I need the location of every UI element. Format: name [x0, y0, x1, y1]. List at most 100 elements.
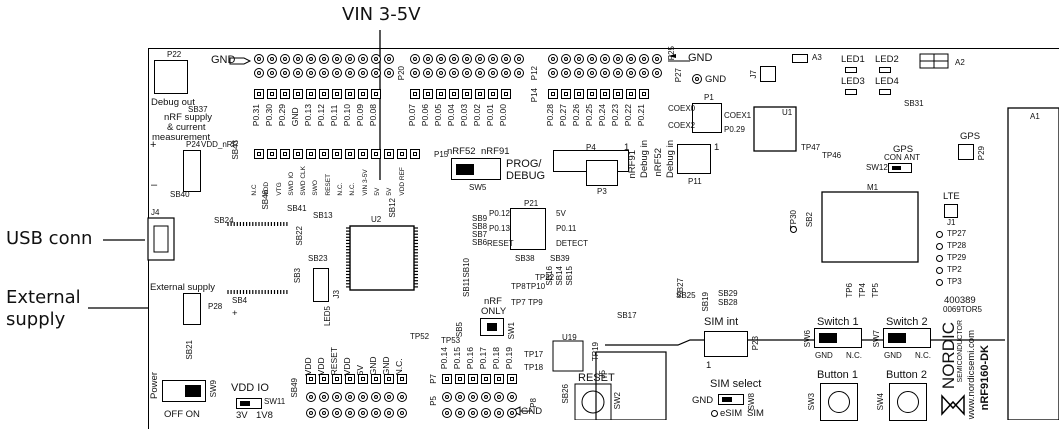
header-pin [423, 68, 433, 78]
p5-label: P5 [429, 396, 438, 406]
header-p20-row1 [254, 54, 394, 64]
led3-label: LED3 [841, 76, 865, 87]
sb21-label: SB21 [185, 340, 194, 360]
a1-label: A1 [1030, 112, 1040, 121]
header-pin [468, 392, 478, 402]
gnd-sim-label: GND [692, 395, 714, 406]
header-pin [358, 54, 368, 64]
led3 [845, 89, 857, 95]
reset-p21-label: RESET [487, 239, 514, 248]
button2[interactable] [889, 383, 927, 421]
sb8-label: SB8 [472, 222, 488, 231]
led2 [879, 67, 891, 73]
header-pin [639, 68, 649, 78]
header-pin [410, 54, 420, 64]
nrf-only-switch[interactable] [480, 318, 504, 336]
p23-label: P23 [751, 336, 760, 351]
switch2-toggle[interactable] [883, 328, 931, 348]
power-switch[interactable] [162, 380, 206, 402]
header-pin [442, 392, 452, 402]
header-pin [475, 68, 485, 78]
pin-label: N.C. [349, 182, 357, 196]
p3-label: P3 [597, 187, 607, 196]
header-pin [587, 89, 597, 99]
header-pin [384, 392, 394, 402]
gnd-top-label: GND [211, 54, 236, 66]
p013-label: P0.13 [489, 224, 510, 233]
sim-select-switch[interactable] [718, 394, 744, 405]
coex0-label: COEX0 [668, 104, 696, 113]
header-pin [280, 149, 290, 159]
header-pin [626, 54, 636, 64]
header-pin [397, 149, 407, 159]
header-pin [332, 68, 342, 78]
header-pin [613, 54, 623, 64]
p23-connector [704, 331, 748, 357]
header-pin [306, 149, 316, 159]
pin-label: P0.04 [445, 104, 456, 127]
sb29-label: SB29 [718, 289, 738, 298]
header-pin [488, 54, 498, 64]
led2-label: LED2 [875, 54, 899, 65]
sw4-label: SW4 [876, 393, 885, 411]
v18-label: 1V8 [256, 410, 273, 421]
tp46-label: TP46 [822, 151, 842, 160]
tp6-label: TP6 [845, 283, 854, 298]
header-pin [462, 54, 472, 64]
tp52-label: TP52 [410, 332, 430, 341]
gnd-right-label: GND [688, 52, 713, 64]
plus-sign: + [150, 139, 157, 151]
header-pin [306, 374, 316, 384]
header-pin [652, 54, 662, 64]
pin-label: P0.11 [328, 104, 339, 127]
j7-label: J7 [749, 70, 758, 79]
led1-label: LED1 [841, 54, 865, 65]
header-pin [600, 89, 610, 99]
tp4-label: TP4 [858, 283, 867, 298]
nordic-logo-icon [941, 394, 965, 416]
pin-label: P0.00 [497, 104, 508, 127]
prog-debug-switch[interactable] [451, 158, 501, 180]
pin-label: P0.26 [570, 104, 581, 127]
button1[interactable] [820, 383, 858, 421]
header-pin [319, 408, 329, 418]
header-pin [306, 89, 316, 99]
gps-ant-label: ANT [904, 153, 920, 162]
gps-switch[interactable] [888, 163, 912, 173]
sb7-label: SB7 [472, 230, 488, 239]
vdd-io-switch[interactable] [236, 398, 262, 409]
power-label: Power [149, 372, 160, 399]
board-diagram: VIN 3-5V USB conn External supply [0, 0, 1059, 420]
p011-label: P0.11 [556, 224, 577, 233]
header-pin [371, 68, 381, 78]
tp8-label: TP8 [511, 282, 526, 291]
gnd-p27-pin [692, 74, 702, 84]
header-pin [384, 374, 394, 384]
gnd-p27-label: GND [705, 74, 727, 85]
tp3-label: TP3 [947, 277, 962, 286]
header-pin [561, 89, 571, 99]
nrf-supply-2: & current [167, 122, 206, 133]
header-pin [626, 89, 636, 99]
p27-label: P27 [674, 68, 683, 83]
pin-label: P0.21 [635, 104, 646, 127]
tp2-label: TP2 [947, 265, 962, 274]
gnd-s1-label: GND [815, 351, 833, 360]
header-pin [449, 54, 459, 64]
pin-label: SWD IO [287, 171, 295, 196]
header-pin [548, 89, 558, 99]
tp3-pad [936, 279, 943, 286]
pin-label: P0.07 [407, 104, 417, 127]
a3-label: A3 [812, 53, 822, 62]
header-pin [345, 374, 355, 384]
switch1-toggle[interactable] [814, 328, 862, 348]
tp30-pad [790, 226, 797, 233]
header-pin [358, 408, 368, 418]
pin-label: GND [289, 107, 300, 127]
header-pin [475, 89, 485, 99]
one-c-label: 1 [706, 360, 712, 371]
header-pin [358, 89, 368, 99]
header-pin [600, 68, 610, 78]
header-pin [574, 68, 584, 78]
sb31-label: SB31 [904, 99, 924, 108]
